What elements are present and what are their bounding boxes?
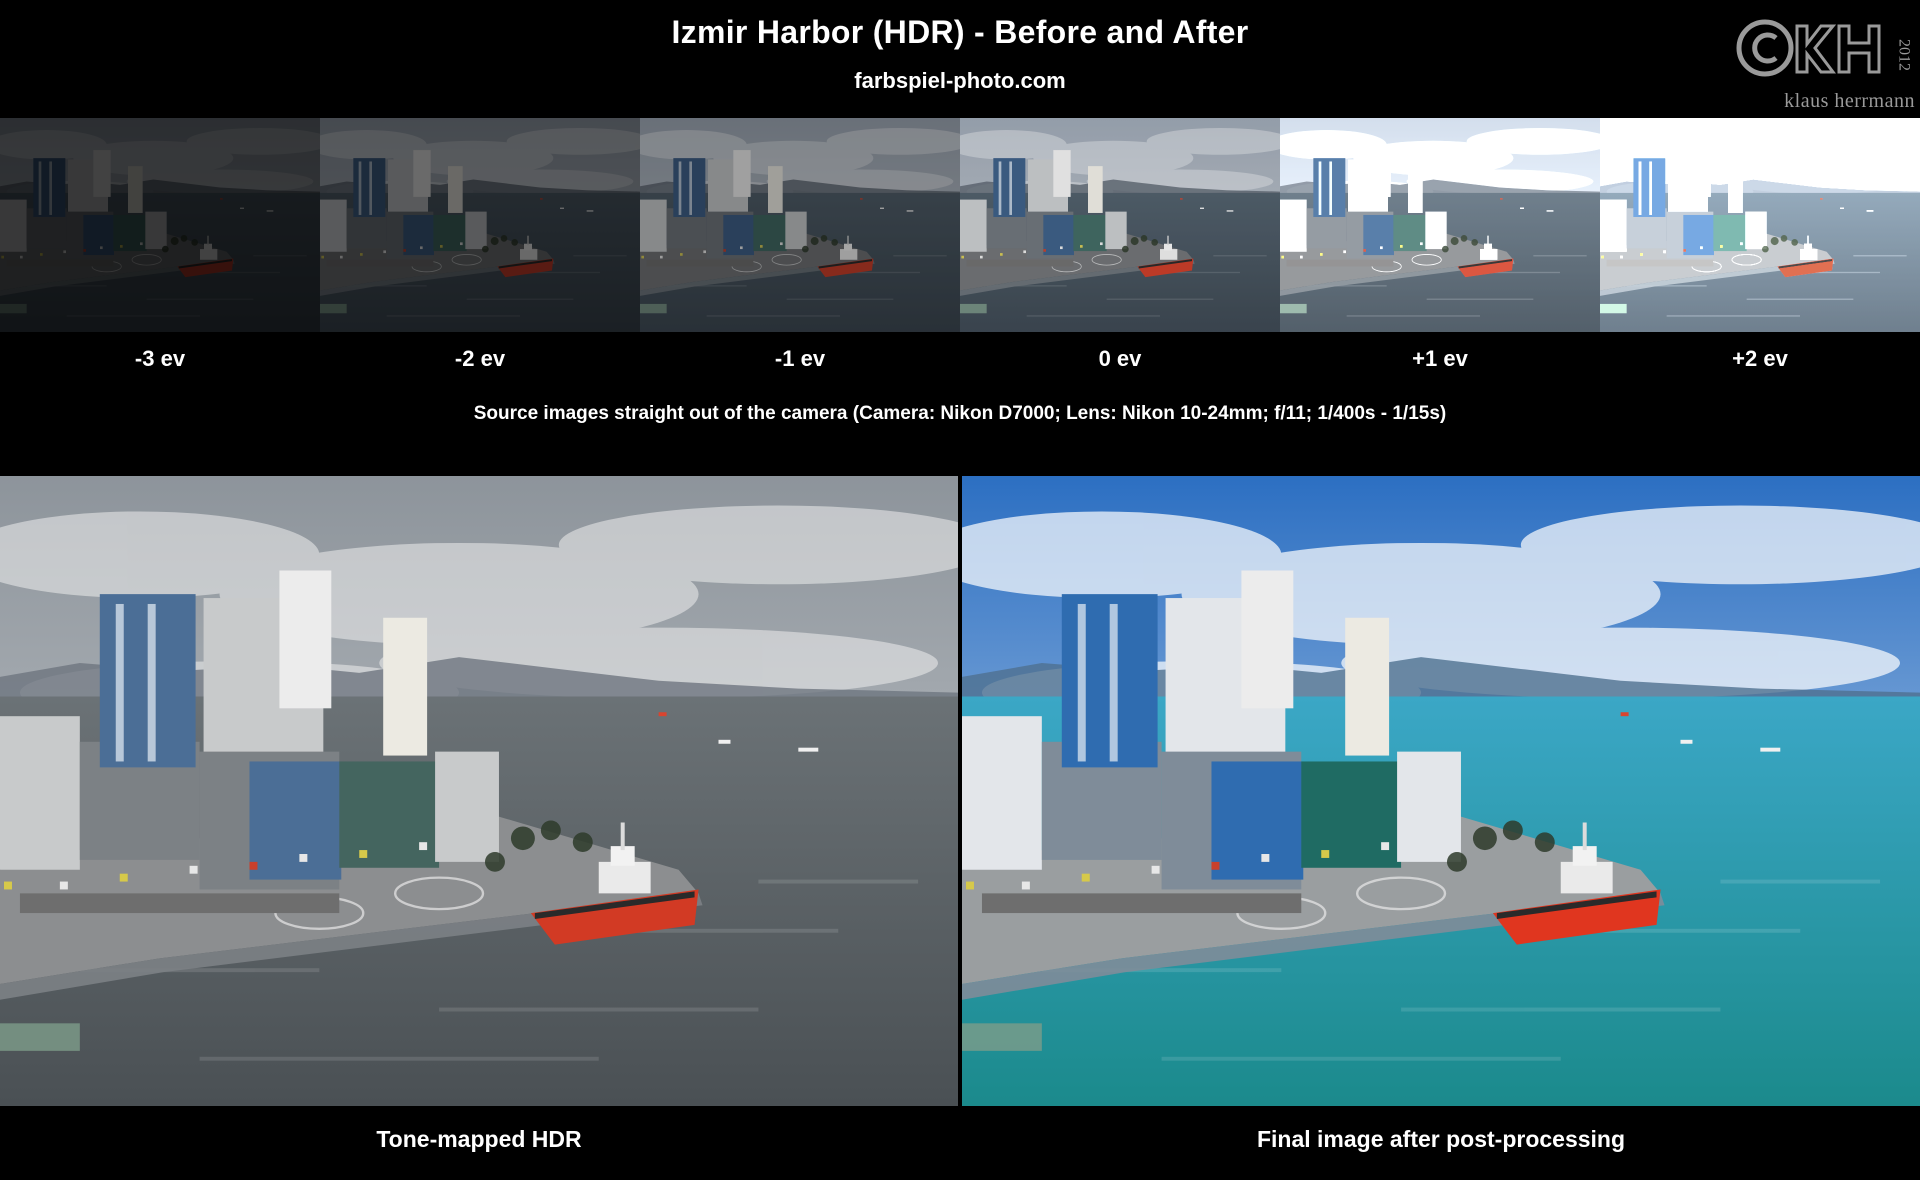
watermark: 2012 klaus herrmann xyxy=(1735,14,1915,114)
exposure-thumbnail xyxy=(320,118,640,332)
header: Izmir Harbor (HDR) - Before and After fa… xyxy=(0,0,1920,118)
exposure-label: -1 ev xyxy=(774,346,826,371)
watermark-author: klaus herrmann xyxy=(1784,90,1915,112)
tone-mapped-caption: Tone-mapped HDR xyxy=(376,1126,582,1152)
copyright-logo-icon xyxy=(1736,19,1881,77)
final-photo xyxy=(962,476,1920,1106)
watermark-year: 2012 xyxy=(1895,39,1912,71)
page-subtitle: farbspiel-photo.com xyxy=(854,68,1066,93)
exposure-label: -2 ev xyxy=(454,346,506,371)
source-note: Source images straight out of the camera… xyxy=(473,403,1447,424)
exposure-thumbnail xyxy=(0,118,320,332)
tone-mapped-photo xyxy=(0,476,958,1106)
exposure-thumbnail xyxy=(1600,118,1920,332)
exposure-label: +2 ev xyxy=(1732,346,1788,371)
exposure-thumbnail xyxy=(1280,118,1600,332)
exposure-label: -3 ev xyxy=(134,346,186,371)
exposure-label: +1 ev xyxy=(1412,346,1468,371)
page-title: Izmir Harbor (HDR) - Before and After xyxy=(671,14,1249,50)
exposure-strip xyxy=(0,118,1920,332)
svg-text:2012: 2012 xyxy=(1895,39,1912,71)
exposure-thumbnail xyxy=(960,118,1280,332)
exposure-thumbnail xyxy=(640,118,960,332)
exposure-label: 0 ev xyxy=(1098,346,1142,371)
final-caption: Final image after post-processing xyxy=(1256,1126,1626,1152)
